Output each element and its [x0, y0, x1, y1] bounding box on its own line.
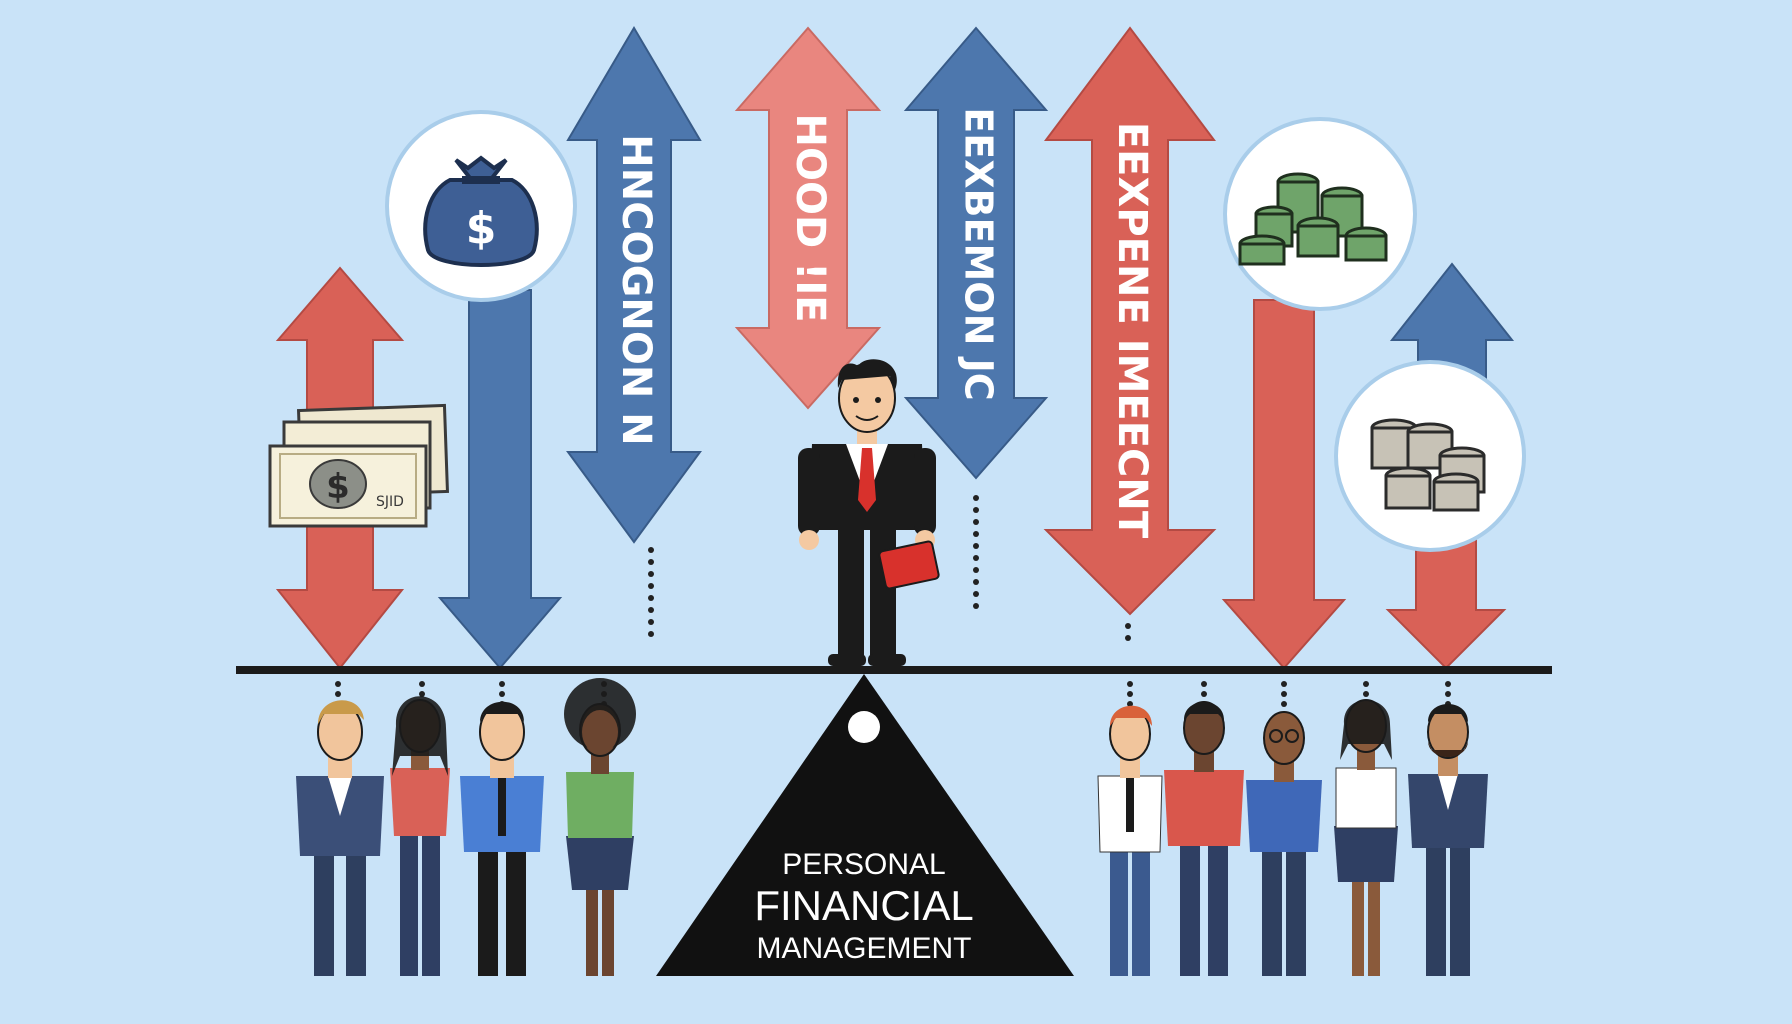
arrow-up-down-blue-expenses: EEXBEMON JC: [903, 26, 1049, 480]
people-group-left: [296, 678, 636, 976]
businessman-figure: [798, 359, 940, 666]
person-left-3: [460, 701, 544, 976]
person-right-4: [1334, 699, 1398, 976]
banknotes-icon: $ SJID: [268, 403, 450, 528]
arrow-label-expense-investment: EEXPENE IMEECNT: [1109, 122, 1155, 539]
fulcrum-triangle: PERSONAL FINANCIAL MANAGEMENT: [656, 674, 1074, 976]
svg-text:$: $: [326, 467, 350, 507]
svg-text:SJID: SJID: [376, 494, 404, 510]
balance-beam: [236, 666, 1552, 674]
fulcrum-line-personal: PERSONAL: [782, 848, 945, 881]
money-bag-circle: $: [385, 110, 577, 302]
person-right-2: [1164, 701, 1244, 976]
cash-stacks-icon: [1238, 172, 1388, 266]
cash-stacks-circle: [1223, 117, 1417, 311]
person-left-4: [564, 678, 636, 976]
person-left-2: [390, 696, 450, 976]
arrow-down-blue-left: [437, 289, 563, 670]
person-left-1: [296, 700, 384, 976]
coin-stacks-circle: [1334, 360, 1526, 552]
fulcrum-line-management: MANAGEMENT: [756, 932, 971, 965]
coin-stacks-icon: [1370, 418, 1486, 512]
svg-text:$: $: [466, 203, 497, 254]
arrow-up-down-blue-income: HNCOGNON N: [566, 26, 702, 544]
dotted-connectors-top: [648, 495, 1131, 641]
arrow-up-down-salmon-food: HOOD !IE: [734, 26, 882, 410]
arrow-down-red-right: [1221, 299, 1347, 670]
people-group-right: [1097, 699, 1488, 976]
money-bag-icon: $: [423, 155, 539, 267]
person-right-3: [1246, 711, 1322, 976]
fulcrum-line-financial: FINANCIAL: [754, 882, 973, 929]
arrow-label-food: HOOD !IE: [787, 113, 833, 322]
arrow-label-expenses: EEXBEMON JC: [957, 107, 1001, 400]
arrow-label-income: HNCOGNON N: [613, 134, 659, 446]
person-right-5: [1408, 704, 1488, 976]
arrow-up-down-red-expense-investment: EEXPENE IMEECNT: [1043, 26, 1217, 616]
person-right-1: [1097, 705, 1163, 976]
